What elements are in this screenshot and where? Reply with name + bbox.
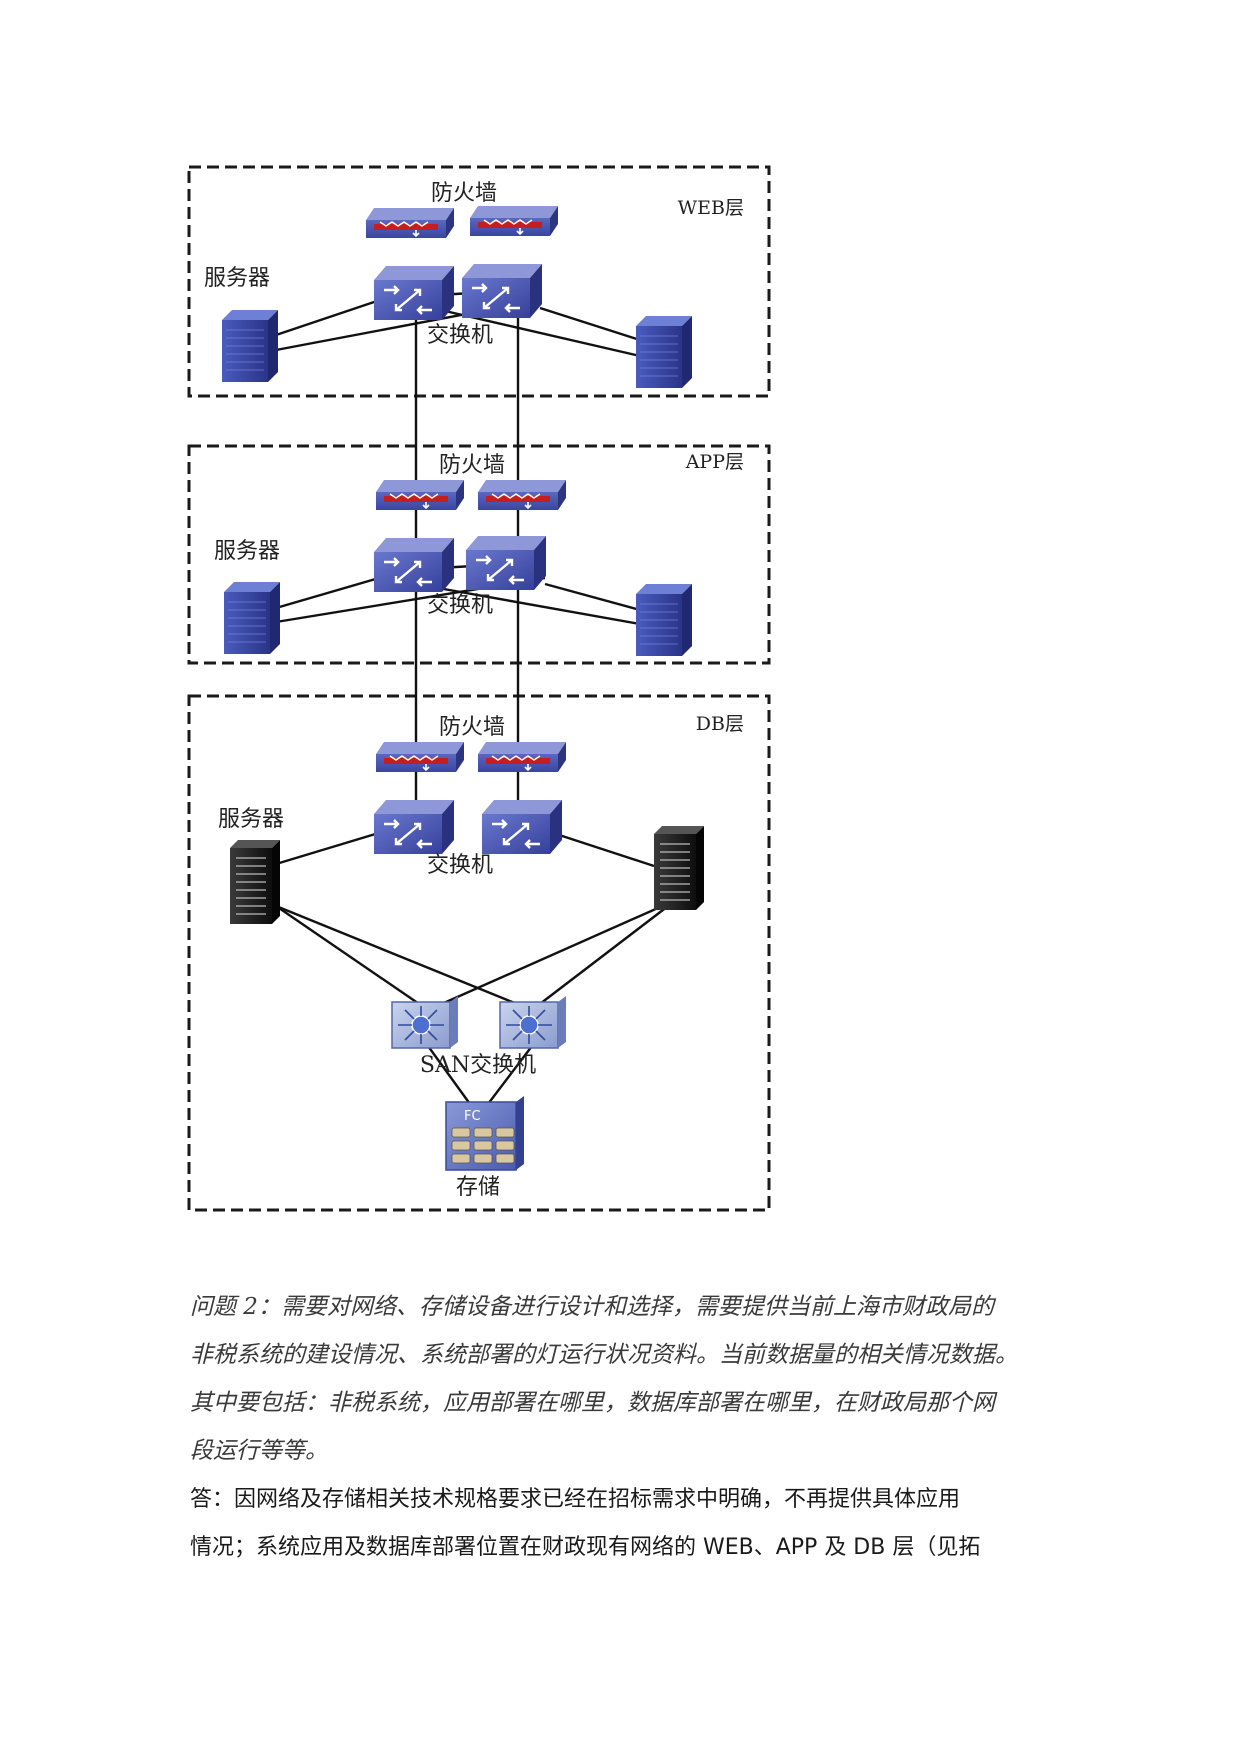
fc-storage-icon: FC [445, 1096, 524, 1171]
app-server-left-icon [223, 581, 281, 655]
db-firewall-1-icon [375, 741, 465, 773]
question-line-3: 其中要包括：非税系统，应用部署在哪里，数据库部署在哪里，在财政局那个网 [190, 1390, 995, 1416]
db-right-server-switch-link [549, 830, 655, 868]
web-tier-box [187, 165, 771, 398]
db-right-server-san-link-2 [531, 899, 677, 1011]
web-tier-label: WEB层 [678, 197, 744, 219]
db-server-left-rack-icon [229, 839, 281, 925]
app-switch-1-icon [372, 536, 456, 594]
db-switch-label: 交换机 [427, 853, 493, 878]
web-firewall-1-icon [365, 207, 455, 239]
question-line-4: 段运行等等。 [190, 1438, 328, 1464]
question-line-1: 问题 2：需要对网络、存储设备进行设计和选择，需要提供当前上海市财政局的 [190, 1294, 994, 1320]
web-switch-label: 交换机 [427, 323, 493, 348]
question-line-2: 非税系统的建设情况、系统部署的灯运行状况资料。当前数据量的相关情况数据。 [190, 1342, 1018, 1368]
web-switch-1-icon [372, 264, 456, 322]
answer-line-2: 情况；系统应用及数据库部署位置在财政现有网络的 WEB、APP 及 DB 层（见… [190, 1535, 981, 1560]
answer-line-1: 答：因网络及存储相关技术规格要求已经在招标需求中明确，不再提供具体应用 [190, 1487, 961, 1512]
db-switch-1-icon [372, 798, 456, 856]
answer-paragraph: 答：因网络及存储相关技术规格要求已经在招标需求中明确，不再提供具体应用 情况；系… [190, 1476, 1070, 1572]
db-switch-2-icon [480, 798, 564, 856]
db-server-right-rack-icon [653, 825, 705, 911]
question-paragraph: 问题 2：需要对网络、存储设备进行设计和选择，需要提供当前上海市财政局的 非税系… [190, 1283, 1070, 1475]
db-left-server-san-link-2 [275, 904, 533, 1012]
app-firewall-1-icon [375, 479, 465, 511]
web-firewall-2-icon [469, 205, 559, 237]
web-server-right-icon [635, 315, 693, 389]
web-firewall-label: 防火墙 [431, 181, 497, 206]
app-switch-label: 交换机 [427, 593, 493, 618]
app-servers-label: 服务器 [214, 539, 280, 564]
web-left-server-link-1 [275, 298, 381, 337]
db-right-server-san-link-1 [427, 898, 677, 1012]
storage-label: 存储 [456, 1175, 500, 1200]
app-tier-label: APP层 [685, 451, 744, 473]
web-right-server-link-2 [539, 306, 641, 342]
app-server-right-icon [635, 583, 693, 657]
app-firewall-2-icon [477, 479, 567, 511]
db-servers-label: 服务器 [218, 807, 284, 832]
app-firewall-label: 防火墙 [439, 453, 505, 478]
san-storage-link-2 [487, 1045, 533, 1105]
app-right-server-link-1 [437, 586, 641, 626]
db-left-server-switch-link [275, 830, 383, 866]
san-switch-1-icon [391, 995, 459, 1049]
db-firewall-2-icon [477, 741, 567, 773]
app-tier-box [187, 444, 771, 665]
san-storage-link-1 [427, 1045, 471, 1105]
network-topology-diagram: WEB层 防火墙 交换机 服务器 APP层 防火墙 交换机 服务器 DB层 防火… [187, 165, 771, 1212]
db-tier-box [187, 694, 771, 1212]
app-switch-2-icon [464, 534, 548, 592]
db-firewall-label: 防火墙 [439, 715, 505, 740]
san-switch-2-icon [499, 995, 567, 1049]
app-left-server-link-1 [275, 574, 387, 610]
san-switch-label: SAN交换机 [420, 1053, 536, 1078]
fc-label: FC [464, 1109, 481, 1124]
app-right-server-link-2 [544, 582, 641, 612]
db-left-server-san-link-1 [275, 905, 429, 1011]
web-servers-label: 服务器 [204, 266, 270, 291]
web-server-left-icon [221, 309, 279, 383]
db-tier-label: DB层 [696, 713, 744, 735]
web-switch-2-icon [460, 262, 544, 320]
